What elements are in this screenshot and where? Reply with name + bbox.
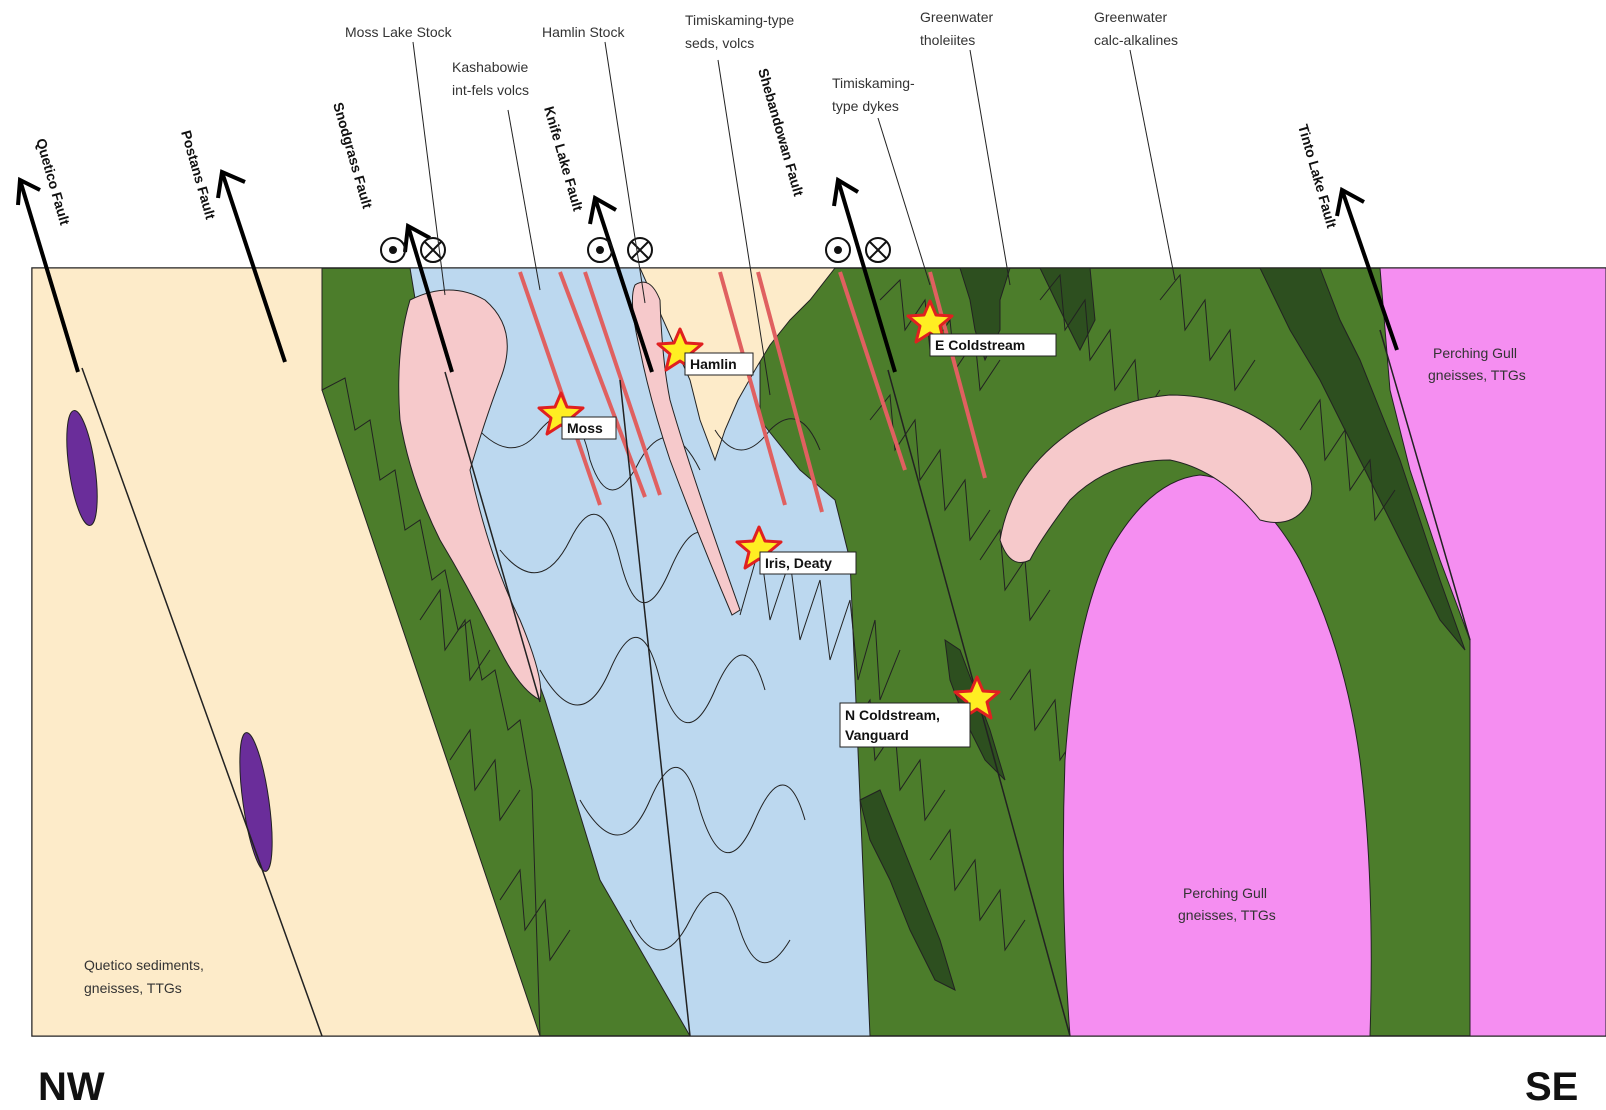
out-of-page-symbol	[381, 238, 405, 262]
label-greenwater-tholeiites-line2: tholeiites	[920, 32, 975, 48]
section-body	[32, 268, 1606, 1036]
moss-label: Moss	[567, 420, 603, 436]
label-shebandowan-fault: Shebandowan Fault	[755, 66, 807, 198]
perching-gull-center-label-line2: gneisses, TTGs	[1178, 907, 1276, 923]
quetico-label-line1: Quetico sediments,	[84, 957, 204, 973]
direction-nw: NW	[38, 1065, 105, 1109]
iris-deaty-label: Iris, Deaty	[765, 555, 832, 571]
label-snodgrass-fault: Snodgrass Fault	[330, 100, 376, 210]
out-of-page-symbol	[826, 238, 850, 262]
hamlin-label: Hamlin	[690, 356, 737, 372]
label-postans-fault: Postans Fault	[178, 128, 219, 221]
into-page-symbol	[421, 238, 445, 262]
label-moss-lake-stock: Moss Lake Stock	[345, 24, 453, 40]
label-quetico-fault: Quetico Fault	[33, 136, 73, 227]
n-coldstream-label-line2: Vanguard	[845, 727, 909, 743]
out-of-page-symbol	[588, 238, 612, 262]
label-timiskaming-dykes-line1: Timiskaming-	[832, 75, 915, 91]
label-timiskaming-seds-line1: Timiskaming-type	[685, 12, 794, 28]
label-hamlin-stock: Hamlin Stock	[542, 24, 625, 40]
label-greenwater-calc-line1: Greenwater	[1094, 9, 1167, 25]
direction-se: SE	[1525, 1065, 1578, 1109]
label-tinto-lake-fault: Tinto Lake Fault	[1295, 122, 1340, 230]
into-page-symbol	[628, 238, 652, 262]
label-kashabowie-line2: int-fels volcs	[452, 82, 529, 98]
label-timiskaming-dykes-line2: type dykes	[832, 98, 899, 114]
label-knife-lake-fault: Knife Lake Fault	[541, 104, 586, 213]
label-greenwater-tholeiites-line1: Greenwater	[920, 9, 993, 25]
label-kashabowie-line1: Kashabowie	[452, 59, 528, 75]
perching-gull-center-label-line1: Perching Gull	[1183, 885, 1267, 901]
quetico-label-line2: gneisses, TTGs	[84, 980, 182, 996]
perching-gull-right-label-line1: Perching Gull	[1433, 345, 1517, 361]
label-timiskaming-seds-line2: seds, volcs	[685, 35, 754, 51]
perching-gull-right-label-line2: gneisses, TTGs	[1428, 367, 1526, 383]
into-page-symbol	[866, 238, 890, 262]
n-coldstream-label-line1: N Coldstream,	[845, 707, 940, 723]
label-greenwater-calc-line2: calc-alkalines	[1094, 32, 1178, 48]
e-coldstream-label: E Coldstream	[935, 337, 1025, 353]
